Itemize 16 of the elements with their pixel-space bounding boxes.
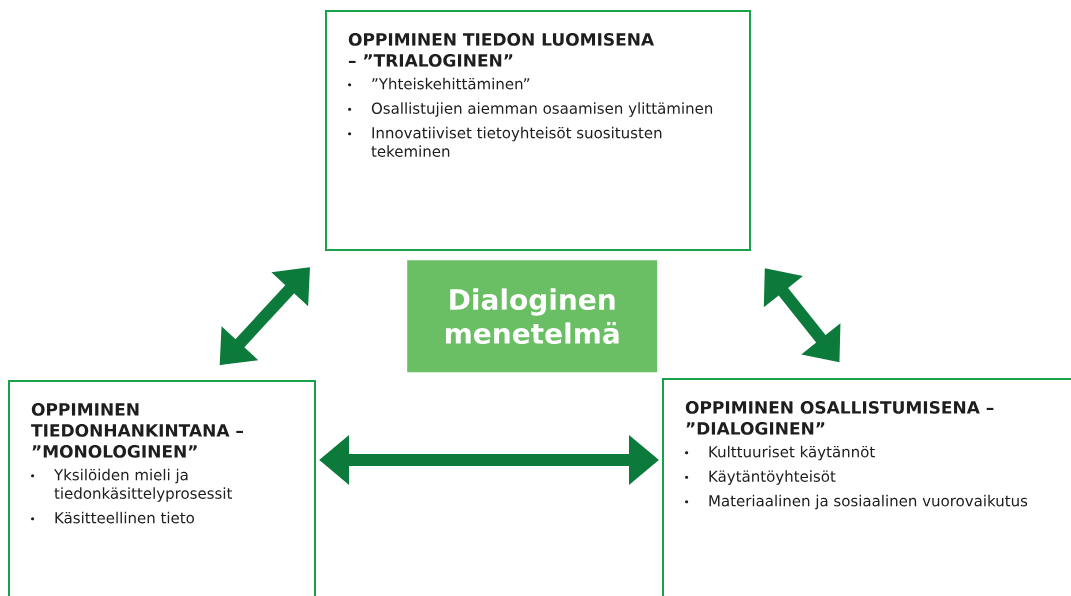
bullet-text: Käytäntöyhteisöt bbox=[709, 470, 836, 485]
bullet-text: Innovatiiviset tietoyhteisöt suositusten tekeminen bbox=[371, 126, 662, 157]
title-text: Dialoginen menetelmä bbox=[445, 288, 619, 344]
heading: OPPIMINEN OSALLISTUMISENA – ”DIALOGINEN” bbox=[685, 401, 994, 435]
text-box bbox=[662, 378, 1071, 596]
bullet-text: Osallistujien aiemman osaamisen ylittäminen bbox=[371, 102, 713, 117]
text-box bbox=[325, 10, 751, 251]
heading: OPPIMINEN TIEDONHANKINTANA – ”MONOLOGINEN” bbox=[31, 403, 243, 458]
bullet-text: ”Yhteiskehittäminen” bbox=[372, 77, 530, 90]
bullet-text: Käsitteellinen tieto bbox=[55, 511, 194, 524]
bullet-text: Yksilöiden mieli ja tiedonkäsittelyprosessit bbox=[54, 468, 233, 502]
method-box bbox=[407, 260, 658, 373]
bullet-text: Kulttuuriset käytännöt bbox=[709, 445, 875, 461]
bullet-text: Materiaalinen ja sosiaalinen vuorovaikutus bbox=[709, 494, 1028, 510]
text-box bbox=[8, 380, 316, 596]
heading: OPPIMINEN TIEDON LUOMISENA – ”TRIALOGINEN” bbox=[348, 33, 655, 67]
